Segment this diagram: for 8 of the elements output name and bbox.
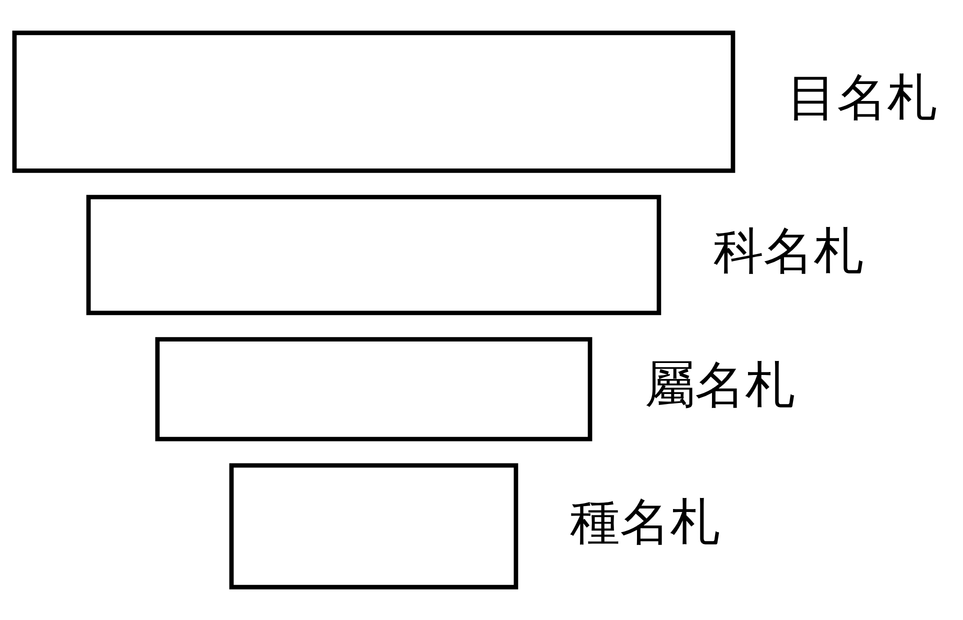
node-box — [86, 194, 662, 316]
node-box — [229, 463, 518, 590]
node-label: 科名札 — [714, 222, 864, 280]
node-label: 目名札 — [787, 68, 938, 127]
node-label: 種名札 — [570, 493, 720, 552]
node-box — [155, 337, 592, 442]
node-label: 屬名札 — [644, 356, 795, 414]
node-box — [12, 30, 736, 173]
